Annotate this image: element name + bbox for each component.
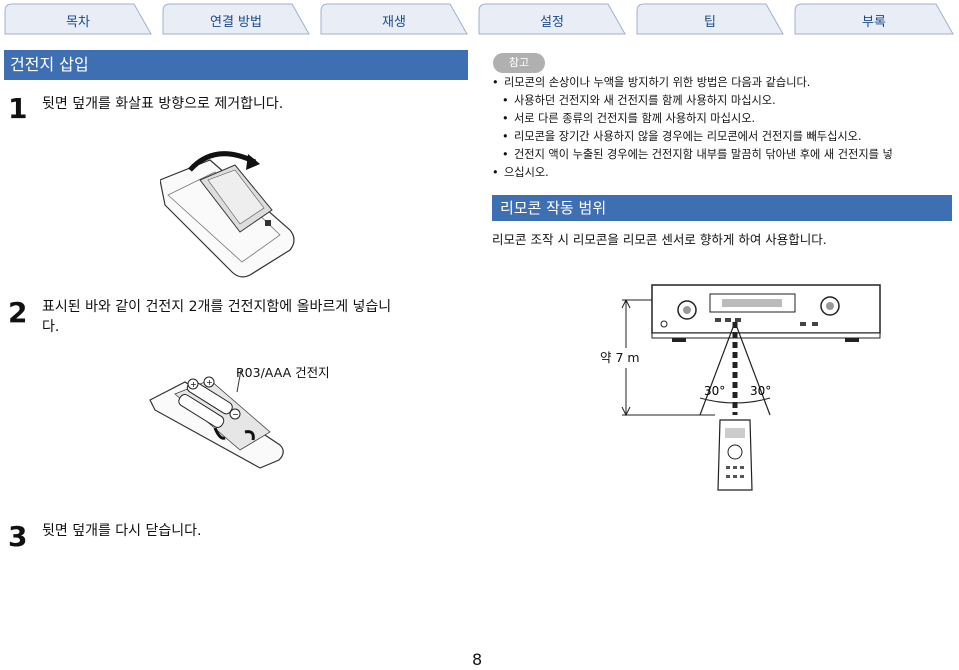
angle-left-label: 30°: [704, 384, 725, 398]
nav-tab-bar: 목차 연결 방법 재생 설정 팁 부록: [0, 0, 959, 40]
step-2-text-line1: 표시된 바와 같이 건전지 2개를 건전지함에 올바르게 넣습니: [42, 299, 392, 315]
svg-text:+: +: [190, 380, 197, 389]
step-3-number: 3: [8, 520, 28, 553]
note-item: 건전지 액이 누출된 경우에는 건전지함 내부를 말끔히 닦아낸 후에 새 건전…: [492, 146, 952, 164]
svg-text:+: +: [206, 378, 213, 387]
range-text: 리모콘 조작 시 리모콘을 리모콘 센서로 향하게 하여 사용합니다.: [492, 232, 827, 247]
note-item: 리모콘을 장기간 사용하지 않을 경우에는 리모콘에서 건전지를 빼두십시오.: [492, 128, 952, 146]
note-item: 사용하던 건전지와 새 건전지를 함께 사용하지 마십시오.: [492, 92, 952, 110]
note-item: 서로 다른 종류의 건전지를 함께 사용하지 마십시오.: [492, 110, 952, 128]
tab-tips[interactable]: 팁: [636, 3, 784, 35]
remote-range-diagram: 30° 30°: [621, 284, 881, 491]
range-distance-label: 약 7 m: [598, 348, 642, 368]
note-item-continued: 으십시오.: [492, 164, 952, 182]
note-list: 리모콘의 손상이나 누액을 방지하기 위한 방법은 다음과 같습니다. 사용하던…: [492, 74, 952, 182]
step-3-text: 뒷면 덮개를 다시 닫습니다.: [42, 523, 202, 539]
tab-connection[interactable]: 연결 방법: [162, 3, 310, 35]
step-1-number: 1: [8, 92, 28, 125]
tab-settings[interactable]: 설정: [478, 3, 626, 35]
tab-appendix[interactable]: 부록: [794, 3, 954, 35]
note-badge: 참고: [493, 53, 545, 73]
remote-cover-removal-illustration: [160, 151, 295, 278]
range-title: 리모콘 작동 범위: [492, 195, 952, 221]
tab-playback[interactable]: 재생: [320, 3, 468, 35]
tab-contents[interactable]: 목차: [4, 3, 152, 35]
step-2-text-line2: 다.: [42, 319, 60, 335]
angle-right-label: 30°: [750, 384, 771, 398]
svg-text:−: −: [232, 410, 239, 419]
battery-label: R03/AAA 건전지: [236, 365, 330, 380]
section-title: 건전지 삽입: [4, 50, 468, 80]
page-number: 8: [472, 650, 483, 669]
note-item: 리모콘의 손상이나 누액을 방지하기 위한 방법은 다음과 같습니다.: [492, 74, 952, 92]
step-2-number: 2: [8, 296, 28, 329]
step-1-text: 뒷면 덮개를 화살표 방향으로 제거합니다.: [42, 96, 284, 112]
battery-insertion-illustration: + + −: [149, 370, 284, 469]
